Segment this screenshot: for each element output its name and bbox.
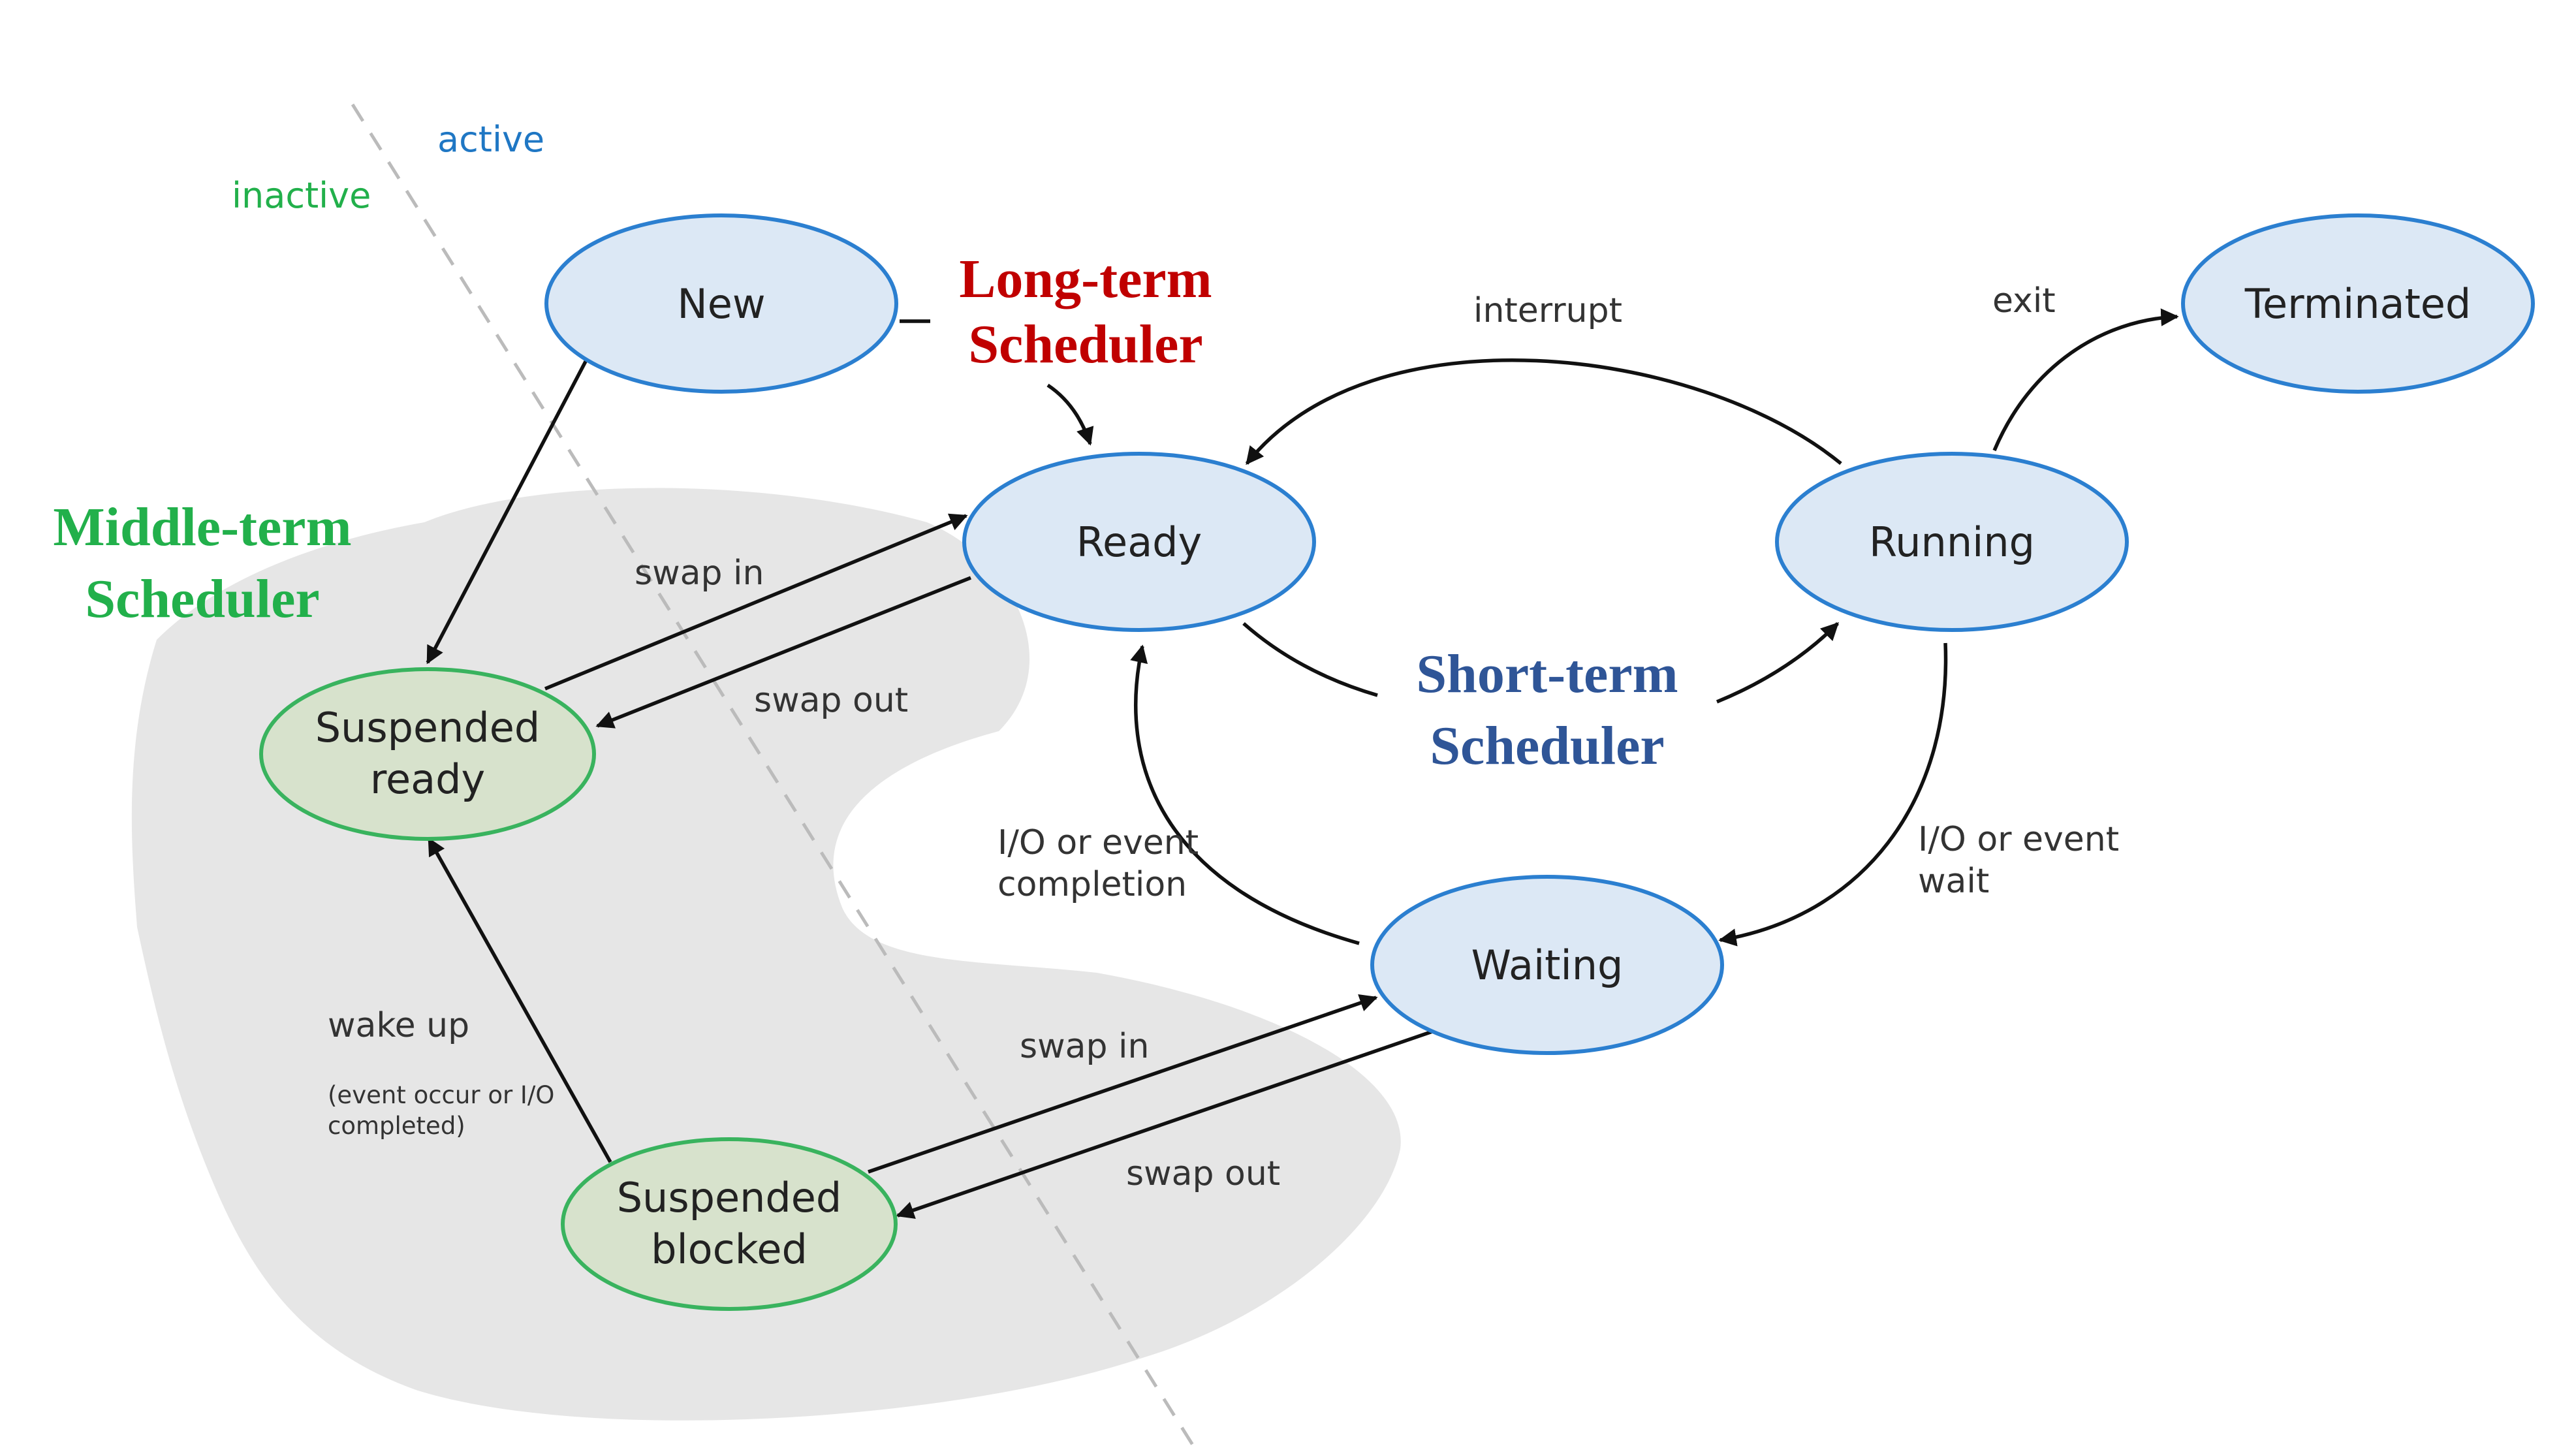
label-swap-out-ready: swap out [754,681,908,720]
edge-exit [1992,308,2179,452]
state-suspended-ready-line1: Suspended [315,704,541,751]
label-wake-up: wake up [328,1006,469,1045]
long-term-scheduler-line2: Scheduler [968,314,1202,375]
state-suspended-ready: Suspended ready [259,667,596,841]
label-swap-in-ready: swap in [635,554,764,593]
state-new: New [544,213,898,394]
state-suspended-ready-line2: ready [370,755,485,803]
label-io-wait-line1: I/O or event [1918,820,2119,859]
edge-dispatch-right [1716,622,1839,704]
edge-swap-out-ready [595,576,972,729]
edge-new-to-suspended-ready [426,356,589,665]
label-swap-out-waiting: swap out [1126,1154,1280,1193]
label-wake-up-note-line2: completed) [328,1112,465,1140]
long-term-arrow [1046,383,1094,446]
state-suspended-blocked: Suspended blocked [561,1137,898,1311]
label-interrupt: interrupt [1473,291,1622,330]
state-waiting-label: Waiting [1471,941,1624,989]
active-zone-label: active [437,119,544,160]
long-term-scheduler-line1: Long-term [959,249,1212,309]
label-wake-up-note-line1: (event occur or I/O [328,1081,554,1109]
state-terminated: Terminated [2181,213,2535,394]
label-io-completion-line2: completion [997,865,1187,904]
label-exit: exit [1992,281,2056,321]
state-waiting: Waiting [1370,875,1724,1055]
edge-swap-out-waiting [896,1028,1437,1219]
state-suspended-blocked-line2: blocked [651,1225,808,1273]
state-ready: Ready [962,452,1316,632]
edge-wake-up [427,837,612,1163]
edge-io-completion [1130,644,1360,945]
short-term-scheduler-line1: Short-term [1416,644,1678,704]
inactive-zone-label: inactive [232,175,371,216]
state-suspended-blocked-line1: Suspended [617,1174,842,1221]
short-term-scheduler-line2: Scheduler [1430,716,1664,776]
middle-term-scheduler-line1: Middle-term [53,497,351,558]
label-swap-in-waiting: swap in [1020,1027,1149,1066]
label-io-completion-line1: I/O or event [997,823,1199,862]
state-running-label: Running [1869,518,2035,566]
label-io-wait-line2: wait [1918,862,1989,901]
edge-dispatch-left [1242,622,1378,697]
state-ready-label: Ready [1076,518,1202,566]
zone-divider [351,103,1197,1448]
edge-interrupt [1245,358,1842,465]
middle-term-scheduler-line2: Scheduler [85,569,319,629]
state-running: Running [1775,452,2129,632]
edge-io-wait [1718,642,1948,947]
edge-swap-in-waiting [868,994,1378,1174]
state-new-label: New [677,280,765,328]
state-terminated-label: Terminated [2244,280,2472,328]
edge-swap-in-ready [544,513,968,691]
